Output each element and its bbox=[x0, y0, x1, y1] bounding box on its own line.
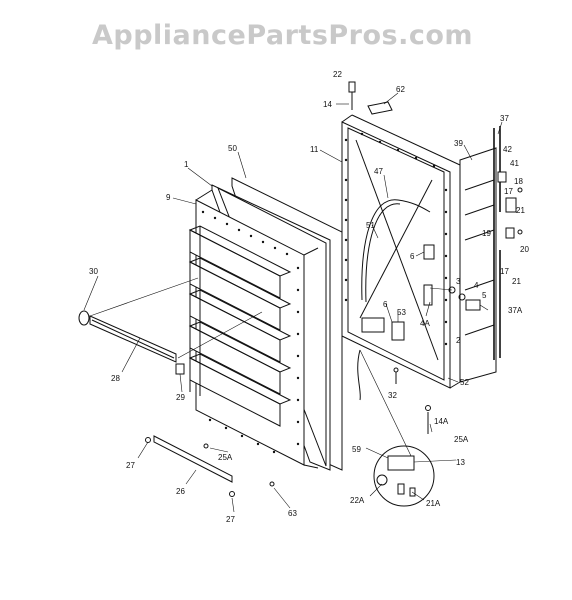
callout-53: 53 bbox=[397, 308, 406, 317]
callout-27-upper: 27 bbox=[126, 461, 135, 470]
callout-37a: 37A bbox=[508, 306, 523, 315]
callout-41: 41 bbox=[510, 159, 519, 168]
callout-4: 4 bbox=[474, 281, 479, 290]
callout-21-bottom: 21 bbox=[512, 277, 521, 286]
callout-32: 32 bbox=[388, 391, 397, 400]
callout-29: 29 bbox=[176, 393, 185, 402]
callout-18: 18 bbox=[514, 177, 523, 186]
screw-parts bbox=[393, 367, 431, 434]
callout-63: 63 bbox=[288, 509, 297, 518]
callout-52: 52 bbox=[460, 378, 469, 387]
callout-25a-left: 25A bbox=[218, 453, 233, 462]
door-liner bbox=[188, 177, 343, 471]
callout-19: 19 bbox=[482, 229, 491, 238]
callout-11: 11 bbox=[310, 145, 319, 154]
callout-22: 22 bbox=[333, 70, 342, 79]
hinge-side-panel bbox=[459, 126, 523, 383]
watermark-text: AppliancePartsPros.com bbox=[92, 20, 473, 51]
callout-20: 20 bbox=[520, 245, 529, 254]
callout-4a: 4A bbox=[420, 319, 430, 328]
callout-labels: 22 14 62 37 39 42 41 18 17 21 19 20 21 1… bbox=[89, 70, 529, 524]
outer-door-panel bbox=[341, 114, 461, 389]
callout-21a: 21A bbox=[426, 499, 441, 508]
top-hinge-parts bbox=[348, 81, 393, 115]
callout-9: 9 bbox=[166, 193, 171, 202]
callout-17-bottom: 17 bbox=[500, 267, 509, 276]
callout-39: 39 bbox=[454, 139, 463, 148]
callout-50: 50 bbox=[228, 144, 237, 153]
callout-3: 3 bbox=[456, 277, 461, 286]
guide-lines bbox=[89, 277, 453, 359]
callout-17-top: 17 bbox=[504, 187, 513, 196]
callout-leaders bbox=[83, 92, 503, 513]
callout-13: 13 bbox=[456, 458, 465, 467]
callout-21-top: 21 bbox=[516, 206, 525, 215]
callout-62: 62 bbox=[396, 85, 405, 94]
callout-6-lower: 6 bbox=[383, 300, 388, 309]
callout-6-upper: 6 bbox=[410, 252, 415, 261]
callout-51: 51 bbox=[366, 221, 375, 230]
callout-47: 47 bbox=[374, 167, 383, 176]
callout-30: 30 bbox=[89, 267, 98, 276]
callout-42: 42 bbox=[503, 145, 512, 154]
panel-holes bbox=[344, 132, 448, 346]
callout-37: 37 bbox=[500, 114, 509, 123]
callout-59: 59 bbox=[352, 445, 361, 454]
callout-26: 26 bbox=[176, 487, 185, 496]
callout-2: 2 bbox=[456, 336, 461, 345]
callout-25a-right: 25A bbox=[454, 435, 469, 444]
detail-inset bbox=[373, 445, 435, 507]
callout-28: 28 bbox=[111, 374, 120, 383]
callout-1: 1 bbox=[184, 160, 189, 169]
callout-14: 14 bbox=[323, 100, 332, 109]
bottom-trim-parts bbox=[78, 310, 275, 497]
callout-14a: 14A bbox=[434, 417, 449, 426]
door-shelves bbox=[188, 225, 292, 427]
callout-22a: 22A bbox=[350, 496, 365, 505]
callout-27-lower: 27 bbox=[226, 515, 235, 524]
liner-holes bbox=[201, 210, 300, 454]
callout-5: 5 bbox=[482, 291, 487, 300]
